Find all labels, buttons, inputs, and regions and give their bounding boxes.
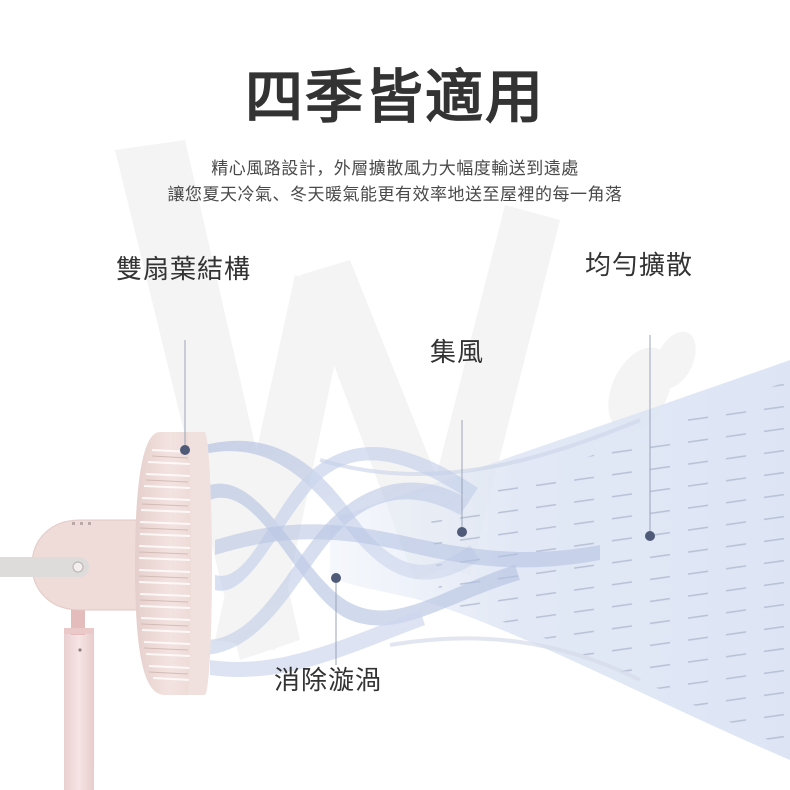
callout-dot-dual-blade bbox=[180, 445, 190, 455]
callout-dot-vortex bbox=[331, 573, 341, 583]
page-title: 四季皆適用 bbox=[244, 63, 545, 131]
subtitle: 精心風路設計，外層擴散風力大幅度輸送到遠處 讓您夏天冷氣、冬天暖氣能更有效率地送… bbox=[0, 156, 790, 208]
label-eliminate-vortex: 消除漩渦 bbox=[274, 666, 383, 696]
airflow-ribbons bbox=[200, 440, 600, 677]
label-dual-blade: 雙扇葉結構 bbox=[116, 255, 252, 285]
subtitle-line-2: 讓您夏天冷氣、冬天暖氣能更有效率地送至屋裡的每一角落 bbox=[167, 185, 623, 205]
label-concentrated-wind: 集風 bbox=[430, 338, 485, 368]
label-even-diffusion: 均勻擴散 bbox=[585, 251, 694, 281]
callout-dot-even bbox=[645, 531, 655, 541]
callout-dot-gather bbox=[457, 527, 467, 537]
fan-icon bbox=[0, 432, 212, 790]
subtitle-line-1: 精心風路設計，外層擴散風力大幅度輸送到遠處 bbox=[211, 159, 579, 179]
